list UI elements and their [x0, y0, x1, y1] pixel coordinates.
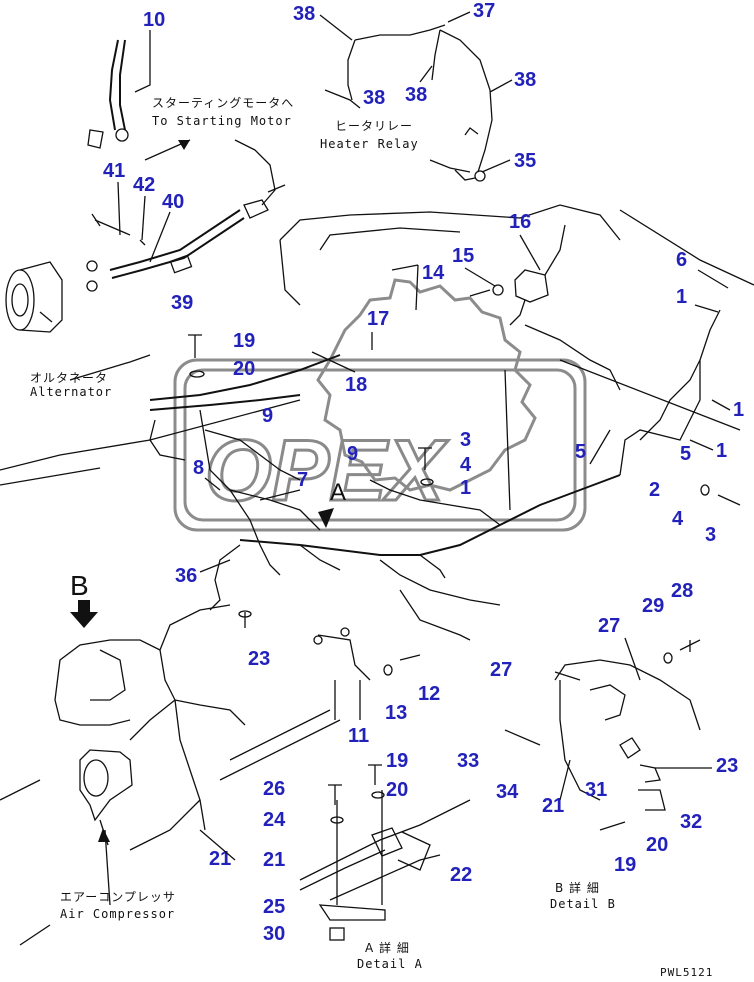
callout: 19	[386, 750, 408, 772]
heater-relay-label-jp: ヒータリレー	[335, 119, 413, 133]
drawing-code: PWL5121	[660, 966, 713, 979]
arrow-head-starting	[178, 140, 190, 150]
callout: 21	[209, 848, 231, 870]
callout: 1	[676, 286, 687, 308]
starting-motor-label-jp: スターティングモータへ	[152, 96, 294, 110]
starting-motor-cable	[86, 39, 286, 292]
callout: 1	[733, 399, 744, 421]
detail-b-label-jp: B 詳 細	[555, 880, 600, 895]
callout: 36	[175, 565, 197, 587]
view-b-letter: B	[70, 570, 89, 601]
callout: 1	[716, 440, 727, 462]
callout-numbers: 10 38 37 38 38 38 35 41 42 40 39 16 15 1…	[103, 0, 744, 945]
wiring-harness	[54, 309, 721, 851]
callout: 23	[248, 648, 270, 670]
callout: 5	[575, 441, 586, 463]
detail-a-label-jp: A 詳 細	[365, 940, 410, 955]
callout: 20	[233, 358, 255, 380]
callout: 16	[509, 211, 531, 233]
callout: 20	[646, 834, 668, 856]
callout: 8	[193, 457, 204, 479]
callout: 23	[716, 755, 738, 777]
callout: 18	[345, 374, 367, 396]
air-compressor	[79, 749, 133, 846]
detail-a-label-en: Detail A	[357, 957, 423, 971]
detail-a	[299, 790, 471, 941]
heater-relay-label-en: Heater Relay	[320, 137, 419, 151]
callout: 22	[450, 864, 472, 886]
alternator-label-en: Alternator	[30, 385, 112, 399]
air-compressor-label-jp: エアーコンプレッサ	[60, 890, 176, 904]
callout: 28	[671, 580, 693, 602]
callout: 21	[542, 795, 564, 817]
callout: 20	[386, 779, 408, 801]
machine-frame	[0, 204, 754, 946]
callout: 33	[457, 750, 479, 772]
arrow-head-compressor	[98, 828, 110, 842]
callout: 5	[680, 443, 691, 465]
detail-b	[504, 640, 701, 831]
callout: 14	[422, 262, 445, 284]
callout: 39	[171, 292, 193, 314]
callout: 38	[293, 3, 315, 25]
callout: 35	[514, 150, 536, 172]
alternator	[5, 261, 151, 381]
callout: 4	[460, 454, 472, 476]
callout: 29	[642, 595, 664, 617]
callout: 13	[385, 702, 407, 724]
callout: 4	[672, 508, 684, 530]
heater-relay-harness	[324, 24, 493, 182]
callout: 37	[473, 0, 495, 22]
watermark-logo: OPEX	[173, 278, 587, 532]
callout: 26	[263, 778, 285, 800]
callout: 31	[585, 779, 607, 801]
callout: 1	[460, 477, 471, 499]
callout: 3	[460, 429, 471, 451]
alternator-label-jp: オルタネータ	[30, 371, 108, 385]
callout: 30	[263, 923, 285, 945]
component-16	[469, 224, 566, 326]
callout: 9	[347, 443, 358, 465]
detail-b-label-en: Detail B	[550, 897, 616, 911]
callout: 38	[405, 84, 427, 106]
callout: 12	[418, 683, 440, 705]
view-a-letter: A	[330, 479, 346, 506]
callout: 9	[262, 405, 273, 427]
callout: 2	[649, 479, 660, 501]
callout: 40	[162, 191, 184, 213]
callout: 38	[363, 87, 385, 109]
view-a-arrow	[318, 508, 334, 528]
callout: 34	[496, 781, 519, 803]
callout: 21	[263, 849, 285, 871]
callout: 6	[676, 249, 687, 271]
callout: 19	[233, 330, 255, 352]
fasteners	[188, 334, 741, 824]
starting-motor-label-en: To Starting Motor	[152, 114, 292, 128]
view-b-arrow	[70, 600, 98, 628]
callout: 3	[705, 524, 716, 546]
callout: 25	[263, 896, 285, 918]
callout: 27	[490, 659, 512, 681]
callout: 41	[103, 160, 125, 182]
watermark-text: OPEX	[205, 423, 449, 519]
callout: 7	[297, 469, 308, 491]
callout: 32	[680, 811, 702, 833]
leader-lines	[117, 11, 731, 861]
callout: 15	[452, 245, 474, 267]
callout: 27	[598, 615, 620, 637]
callout: 38	[514, 69, 536, 91]
callout: 42	[133, 174, 155, 196]
callout: 11	[348, 725, 369, 747]
air-compressor-label-en: Air Compressor	[60, 907, 175, 921]
callout: 19	[614, 854, 636, 876]
callout: 24	[263, 809, 286, 831]
callout: 10	[143, 9, 165, 31]
callout: 17	[367, 308, 389, 330]
arrow-air-compressor	[104, 829, 111, 906]
